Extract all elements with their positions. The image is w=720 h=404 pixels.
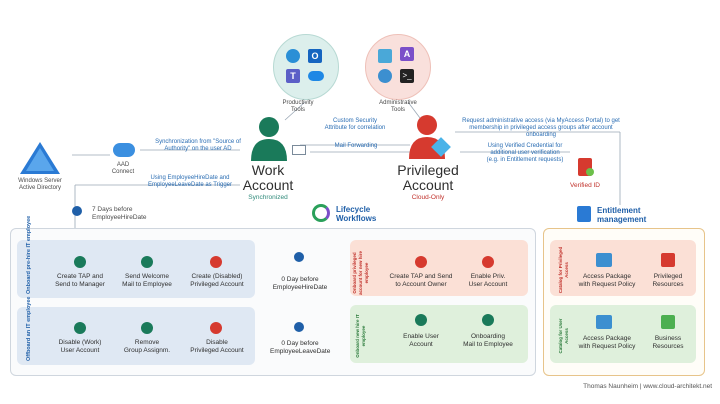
catalog-privileged-panel <box>550 240 696 296</box>
mail-forwarding-text: Mail Forwarding <box>334 143 378 149</box>
calendar-icon-leave <box>294 322 304 332</box>
teams-icon: T <box>286 69 300 83</box>
onboard-priv-text-2: Enable Priv.User Account <box>468 273 508 288</box>
onboard-prehire-panel <box>17 240 255 298</box>
onboard-newhire-label: Onboard new hire IT employee <box>355 314 366 358</box>
onboard-pre-text-3: Create (Disabled)Privileged Account <box>190 273 244 288</box>
author-credit[interactable]: Thomas Naunheim | www.cloud-architekt.ne… <box>583 383 712 390</box>
aad-connect-icon <box>113 143 135 157</box>
admin-portal-icon <box>378 49 392 63</box>
onboard-privileged-label: Onboard privileged account for new hire … <box>352 251 369 296</box>
offboard-node-3[interactable] <box>210 322 222 334</box>
onboard-priv-node-2[interactable] <box>482 256 494 268</box>
outlook-icon: O <box>308 49 322 63</box>
verified-id-label: Verified ID <box>570 182 600 189</box>
onboard-newhire-panel <box>350 305 528 363</box>
calendar-icon-7days <box>72 206 82 216</box>
work-account-person-icon <box>251 117 287 161</box>
privileged-resources-icon[interactable] <box>661 253 675 267</box>
offboard-text-1: Disable (Work)User Account <box>58 339 102 354</box>
onboard-pre-node-3[interactable] <box>210 256 222 268</box>
productivity-tools-circle: O T <box>273 34 339 100</box>
edge-icon <box>286 49 300 63</box>
request-admin-text: Request administrative access (via MyAcc… <box>462 118 620 138</box>
catalog-privileged-label: Catalog for Privileged Access <box>558 246 569 294</box>
onboard-priv-node-1[interactable] <box>415 256 427 268</box>
onboard-pre-node-1[interactable] <box>74 256 86 268</box>
mail-icon <box>292 145 306 155</box>
active-directory-icon <box>20 142 60 174</box>
access-package-user-icon[interactable] <box>596 315 612 329</box>
visual-studio-icon: A <box>400 47 414 61</box>
offboard-panel <box>17 307 255 365</box>
onboard-prehire-label: Onboard pre-hire IT employee <box>26 215 32 294</box>
terminal-icon: >_ <box>400 69 414 83</box>
access-package-priv-icon[interactable] <box>596 253 612 267</box>
administrative-tools-circle: A >_ <box>365 34 431 100</box>
catalog-user-panel <box>550 305 696 363</box>
onboard-new-node-1[interactable] <box>415 314 427 326</box>
business-resources-icon[interactable] <box>661 315 675 329</box>
catalog-user-label: Catalog for User Access <box>558 318 569 354</box>
offboard-node-1[interactable] <box>74 322 86 334</box>
privileged-account-sub: Cloud-Only <box>411 194 445 201</box>
entitlement-management-icon <box>577 206 591 222</box>
onboard-privileged-panel <box>350 240 528 296</box>
onboard-pre-node-2[interactable] <box>141 256 153 268</box>
onboard-new-node-2[interactable] <box>482 314 494 326</box>
verified-id-check-icon <box>586 168 594 176</box>
offboard-node-2[interactable] <box>141 322 153 334</box>
onedrive-icon <box>308 71 324 81</box>
offboard-label: Offboard an IT employee <box>26 296 32 361</box>
lifecycle-workflows-icon <box>312 204 330 222</box>
calendar-icon-hire <box>294 252 304 262</box>
settings-icon <box>378 69 392 83</box>
work-account-sub: Synchronized <box>248 194 288 201</box>
